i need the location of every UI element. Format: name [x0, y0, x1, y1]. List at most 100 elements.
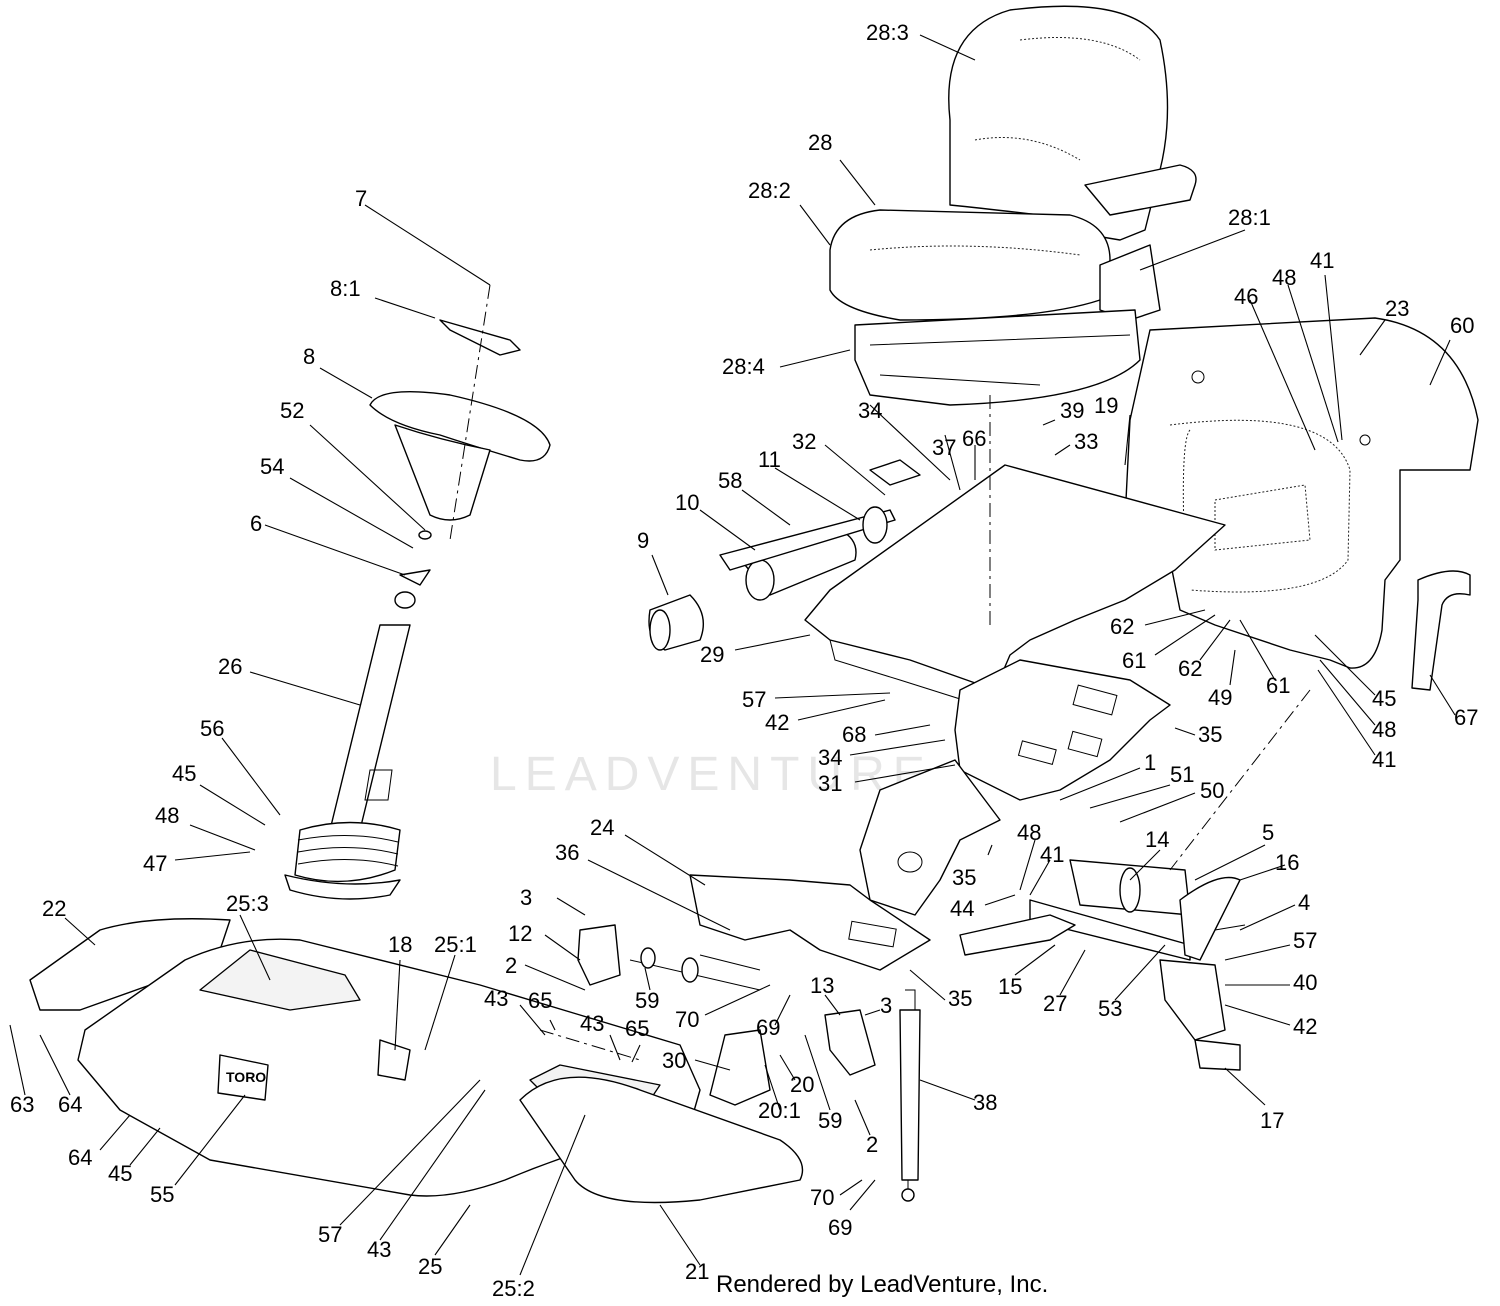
handle-part — [1411, 570, 1471, 691]
callout-41-b: 41 — [1372, 747, 1396, 772]
callout-53: 53 — [1098, 996, 1122, 1021]
callout-69-a: 69 — [756, 1015, 780, 1040]
callout-28-1: 28:1 — [1228, 205, 1271, 230]
callout-14: 14 — [1145, 827, 1169, 852]
callout-25-3: 25:3 — [226, 891, 269, 916]
callout-54: 54 — [260, 454, 284, 479]
callout-25-1: 25:1 — [434, 932, 477, 957]
callout-19: 19 — [1094, 393, 1118, 418]
callout-10: 10 — [675, 490, 699, 515]
callout-7: 7 — [355, 186, 367, 211]
callout-61-a: 61 — [1122, 648, 1146, 673]
callout-25-2: 25:2 — [492, 1276, 535, 1301]
callout-40: 40 — [1293, 970, 1317, 995]
callout-2-a: 2 — [505, 953, 517, 978]
callout-57-b: 57 — [742, 687, 766, 712]
callout-48-c: 48 — [1372, 717, 1396, 742]
callout-28: 28 — [808, 130, 832, 155]
callout-50: 50 — [1200, 778, 1224, 803]
callout-65-a: 65 — [528, 988, 552, 1013]
callout-33: 33 — [1074, 429, 1098, 454]
callout-35-b: 35 — [952, 865, 976, 890]
callout-9: 9 — [637, 528, 649, 553]
callout-23: 23 — [1385, 296, 1409, 321]
callout-45-b: 45 — [108, 1161, 132, 1186]
callout-26: 26 — [218, 654, 242, 679]
gas-spring-part — [899, 1009, 921, 1181]
callout-56: 56 — [200, 716, 224, 741]
callout-21: 21 — [685, 1259, 709, 1284]
callout-64-b: 64 — [68, 1145, 92, 1170]
callout-65-b: 65 — [625, 1016, 649, 1041]
callout-31: 31 — [818, 771, 842, 796]
callout-64-a: 64 — [58, 1092, 82, 1117]
steering-wheel-part — [369, 319, 551, 586]
callout-60: 60 — [1450, 313, 1474, 338]
callout-41-c: 41 — [1040, 842, 1064, 867]
callout-58: 58 — [718, 468, 742, 493]
callout-63: 63 — [10, 1092, 34, 1117]
callout-labels: 28:3 28 28:2 28:1 28:4 7 8:1 8 52 54 6 2… — [10, 20, 1478, 1301]
seat-part — [829, 5, 1197, 406]
callout-34-b: 34 — [818, 745, 842, 770]
callout-45-a: 45 — [172, 761, 196, 786]
callout-32: 32 — [792, 429, 816, 454]
callout-66: 66 — [962, 426, 986, 451]
callout-8-1: 8:1 — [330, 276, 361, 301]
callout-20: 20 — [790, 1072, 814, 1097]
callout-38: 38 — [973, 1090, 997, 1115]
callout-48-d: 48 — [1017, 820, 1041, 845]
callout-2-b: 2 — [866, 1132, 878, 1157]
callout-34-a: 34 — [858, 398, 882, 423]
callout-27: 27 — [1043, 991, 1067, 1016]
callout-37: 37 — [932, 435, 956, 460]
callout-8: 8 — [303, 344, 315, 369]
callout-55: 55 — [150, 1182, 174, 1207]
brand-logo: TORO — [226, 1069, 266, 1085]
callout-5: 5 — [1262, 820, 1274, 845]
bracket-part — [824, 1009, 876, 1076]
callout-69-b: 69 — [828, 1215, 852, 1240]
callout-49: 49 — [1208, 685, 1232, 710]
callout-22: 22 — [42, 896, 66, 921]
callout-4: 4 — [1298, 890, 1310, 915]
callout-13: 13 — [810, 973, 834, 998]
callout-3-a: 3 — [520, 885, 532, 910]
leader-lines — [9, 34, 1456, 1276]
callout-20-1: 20:1 — [758, 1098, 801, 1123]
callout-67: 67 — [1454, 705, 1478, 730]
callout-59-a: 59 — [635, 988, 659, 1013]
callout-43-a: 43 — [367, 1237, 391, 1262]
callout-35-c: 35 — [948, 986, 972, 1011]
callout-1: 1 — [1144, 750, 1156, 775]
callout-70-a: 70 — [675, 1007, 699, 1032]
callout-35-a: 35 — [1198, 722, 1222, 747]
callout-43-b: 43 — [484, 986, 508, 1011]
callout-61-b: 61 — [1266, 673, 1290, 698]
callout-42-b: 42 — [1293, 1014, 1317, 1039]
credit-text: Rendered by LeadVenture, Inc. — [716, 1271, 1048, 1298]
callout-70-b: 70 — [810, 1185, 834, 1210]
steering-column-part — [284, 591, 416, 900]
callout-57-a: 57 — [318, 1222, 342, 1247]
callout-62-b: 62 — [1178, 656, 1202, 681]
watermark-text: LEADVENTURE — [490, 748, 933, 801]
callout-43-c: 43 — [580, 1011, 604, 1036]
callout-28-4: 28:4 — [722, 354, 765, 379]
callout-44: 44 — [950, 896, 974, 921]
callout-57-c: 57 — [1293, 928, 1317, 953]
callout-15: 15 — [998, 974, 1022, 999]
callout-46: 46 — [1234, 284, 1258, 309]
callout-45-c: 45 — [1372, 686, 1396, 711]
callout-48-b: 48 — [1272, 265, 1296, 290]
switch-part — [709, 1029, 771, 1106]
seat-frame-part — [689, 659, 1171, 971]
console-part: TORO — [29, 918, 804, 1204]
callout-16: 16 — [1275, 850, 1299, 875]
callout-17: 17 — [1260, 1108, 1284, 1133]
callout-41-a: 41 — [1310, 248, 1334, 273]
callout-51: 51 — [1170, 762, 1194, 787]
rear-fender-part — [1124, 317, 1479, 669]
callout-47: 47 — [143, 851, 167, 876]
